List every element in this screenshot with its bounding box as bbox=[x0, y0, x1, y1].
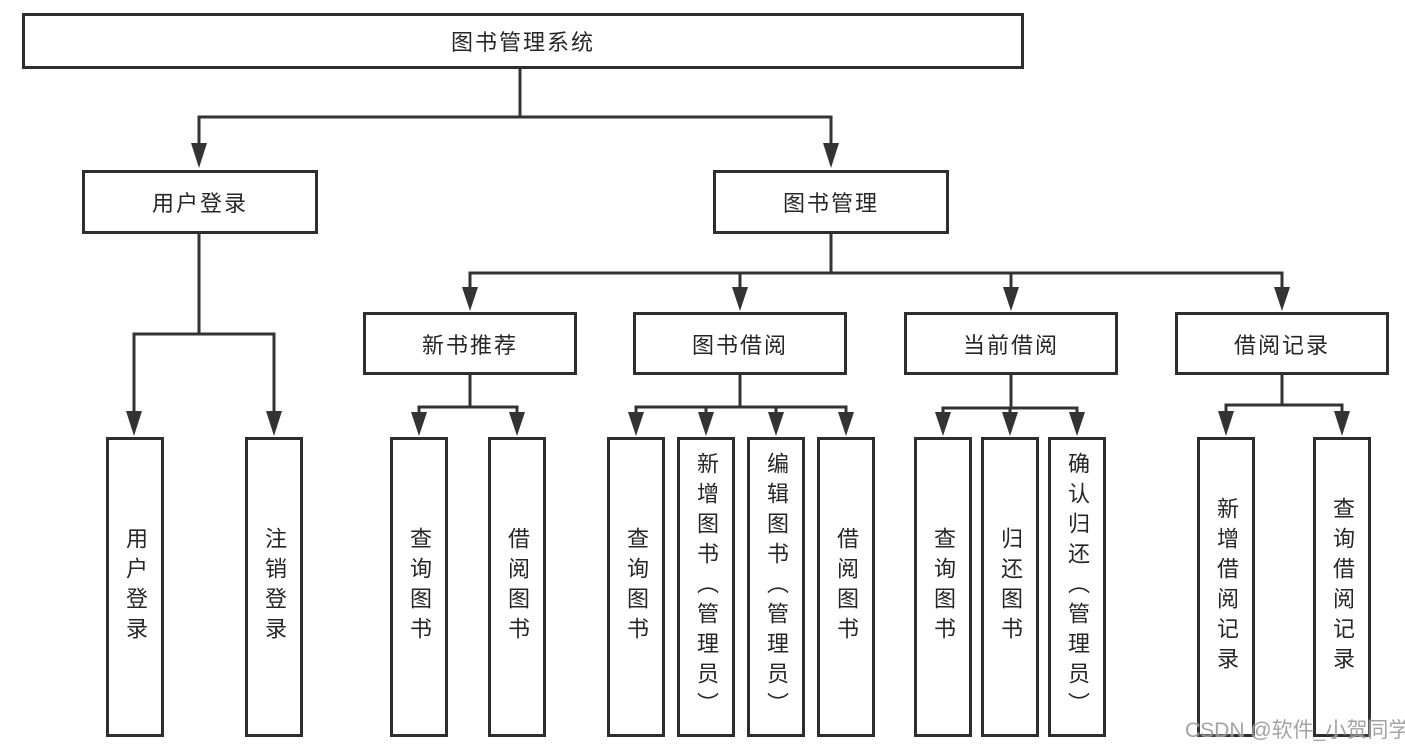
leaf-borrow-books-label: 借阅图书 bbox=[834, 527, 859, 647]
leaf-edit-books-admin: 编辑图书（管理员） bbox=[747, 437, 805, 737]
leaf-logout-login-label: 注销登录 bbox=[262, 527, 287, 647]
leaf-user-login: 用户登录 bbox=[106, 437, 164, 737]
leaf-add-books-admin-label: 新增图书（管理员） bbox=[694, 452, 719, 722]
node-user-login-label: 用户登录 bbox=[151, 191, 248, 216]
connector-root-to-level2 bbox=[191, 67, 839, 168]
leaf-borrow-books-recommend: 借阅图书 bbox=[488, 437, 546, 737]
leaf-confirm-return-admin-label: 确认归还（管理员） bbox=[1065, 452, 1090, 722]
leaf-return-books-label: 归还图书 bbox=[998, 527, 1023, 647]
leaf-query-books-borrow-label: 查询图书 bbox=[624, 527, 649, 647]
node-new-book-recommendation: 新书推荐 bbox=[363, 312, 577, 375]
leaf-edit-books-admin-label: 编辑图书（管理员） bbox=[764, 452, 789, 722]
node-current-borrowing-label: 当前借阅 bbox=[962, 332, 1059, 358]
connector-new-book-to-leaves bbox=[411, 373, 525, 436]
csdn-watermark: CSDN @软件_小贺同学 bbox=[1185, 719, 1405, 742]
leaf-borrow-books-recommend-label: 借阅图书 bbox=[505, 527, 530, 647]
node-new-book-recommendation-label: 新书推荐 bbox=[421, 332, 518, 358]
node-user-login: 用户登录 bbox=[82, 170, 318, 234]
leaf-logout-login: 注销登录 bbox=[245, 437, 303, 737]
leaf-add-borrow-record: 新增借阅记录 bbox=[1197, 437, 1255, 737]
leaf-user-login-label: 用户登录 bbox=[123, 527, 148, 647]
leaf-query-borrow-record-label: 查询借阅记录 bbox=[1330, 497, 1355, 677]
connector-current-borrow-to-leaves bbox=[935, 373, 1085, 436]
node-book-borrowing-label: 图书借阅 bbox=[691, 332, 788, 358]
node-borrowing-records-label: 借阅记录 bbox=[1233, 332, 1330, 358]
connector-book-borrow-to-leaves bbox=[628, 373, 854, 436]
leaf-confirm-return-admin: 确认归还（管理员） bbox=[1048, 437, 1106, 737]
connector-user-login-to-leaves bbox=[126, 232, 282, 436]
node-current-borrowing: 当前借阅 bbox=[904, 312, 1118, 375]
leaf-return-books: 归还图书 bbox=[981, 437, 1039, 737]
leaf-query-books-current: 查询图书 bbox=[914, 437, 972, 737]
node-library-system-label: 图书管理系统 bbox=[450, 30, 595, 55]
leaf-query-books-current-label: 查询图书 bbox=[931, 527, 956, 647]
node-book-management-label: 图书管理 bbox=[782, 191, 879, 216]
node-book-management: 图书管理 bbox=[713, 170, 949, 234]
node-borrowing-records: 借阅记录 bbox=[1175, 312, 1389, 375]
leaf-add-borrow-record-label: 新增借阅记录 bbox=[1214, 497, 1239, 677]
connector-book-management-to-level3 bbox=[462, 232, 1290, 311]
node-book-borrowing: 图书借阅 bbox=[633, 312, 847, 375]
leaf-query-books-recommend: 查询图书 bbox=[390, 437, 448, 737]
leaf-add-books-admin: 新增图书（管理员） bbox=[677, 437, 735, 737]
leaf-query-borrow-record: 查询借阅记录 bbox=[1313, 437, 1371, 737]
leaf-query-books-recommend-label: 查询图书 bbox=[407, 527, 432, 647]
node-library-system: 图书管理系统 bbox=[22, 13, 1024, 69]
connector-borrow-records-to-leaves bbox=[1218, 373, 1350, 436]
leaf-query-books-borrow: 查询图书 bbox=[607, 437, 665, 737]
leaf-borrow-books: 借阅图书 bbox=[817, 437, 875, 737]
